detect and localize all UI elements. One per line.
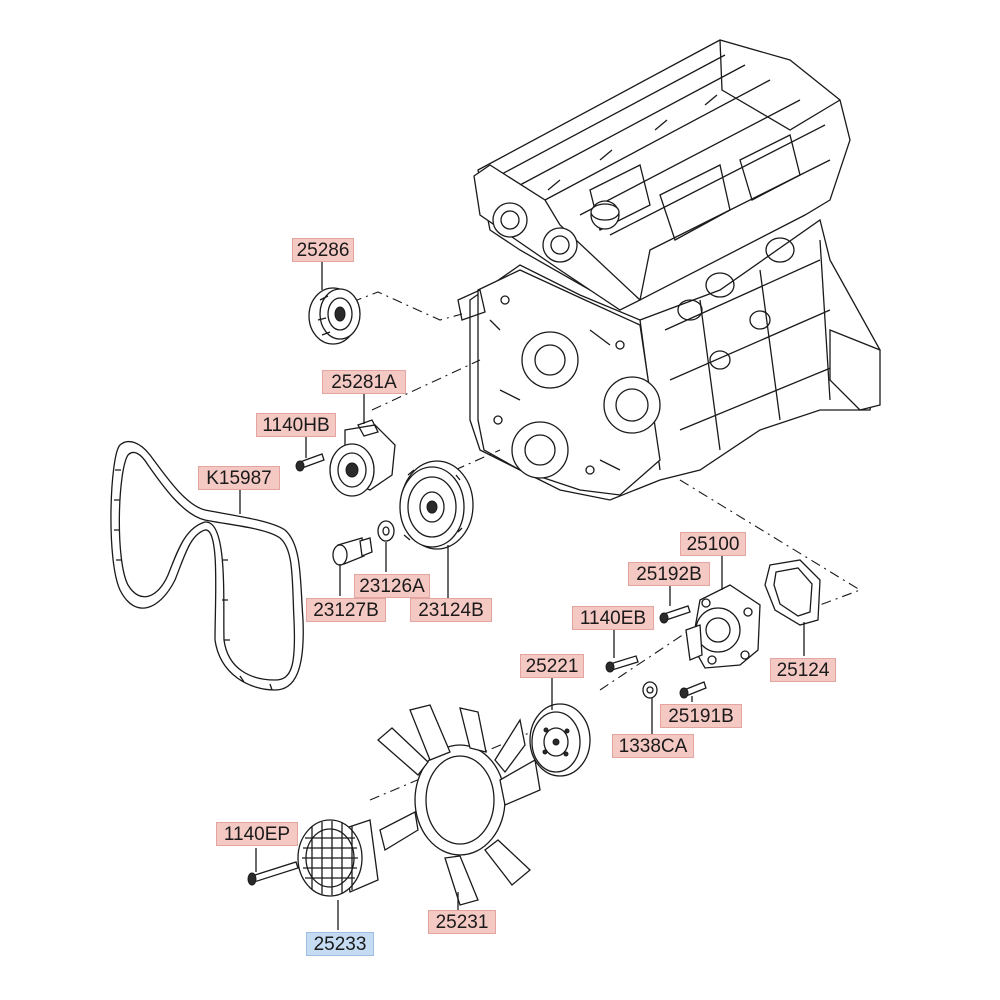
part-label-23127b[interactable]: 23127B	[306, 598, 386, 622]
cooling-fan	[377, 704, 541, 906]
water-pump-gasket	[764, 559, 821, 626]
part-label-25192b[interactable]: 25192B	[628, 562, 710, 586]
part-label-1140ep[interactable]: 1140EP	[216, 822, 298, 846]
bolt-1140hb	[295, 453, 325, 472]
engine-block	[457, 39, 881, 501]
part-label-25221[interactable]: 25221	[520, 654, 584, 678]
part-label-25231[interactable]: 25231	[428, 910, 496, 934]
part-label-25233-selected[interactable]: 25233	[306, 932, 374, 956]
drive-belt	[110, 441, 304, 691]
bolt-1140ep	[247, 861, 299, 886]
crankshaft-pulley	[399, 460, 474, 550]
belt-tensioner	[329, 419, 396, 497]
water-pump-pulley	[529, 703, 591, 777]
fan-clutch	[297, 819, 379, 897]
part-label-25191b[interactable]: 25191B	[660, 704, 742, 728]
callout-leaders	[239, 260, 805, 930]
crank-bolt-23127b	[332, 537, 373, 566]
washer-23126a	[377, 520, 395, 542]
part-label-25100[interactable]: 25100	[680, 532, 746, 556]
water-pump	[685, 584, 761, 669]
part-label-1140hb[interactable]: 1140HB	[256, 413, 336, 437]
part-label-1338ca[interactable]: 1338CA	[612, 734, 694, 758]
part-label-25124[interactable]: 25124	[770, 658, 836, 682]
idler-pulley	[308, 287, 361, 345]
pump-bolts	[605, 605, 707, 699]
part-label-23126a[interactable]: 23126A	[354, 574, 430, 598]
part-label-k15987[interactable]: K15987	[198, 466, 280, 490]
part-label-1140eb[interactable]: 1140EB	[572, 606, 654, 630]
part-label-25286[interactable]: 25286	[292, 238, 354, 262]
part-label-23124b[interactable]: 23124B	[410, 598, 492, 622]
part-label-25281a[interactable]: 25281A	[322, 370, 406, 394]
